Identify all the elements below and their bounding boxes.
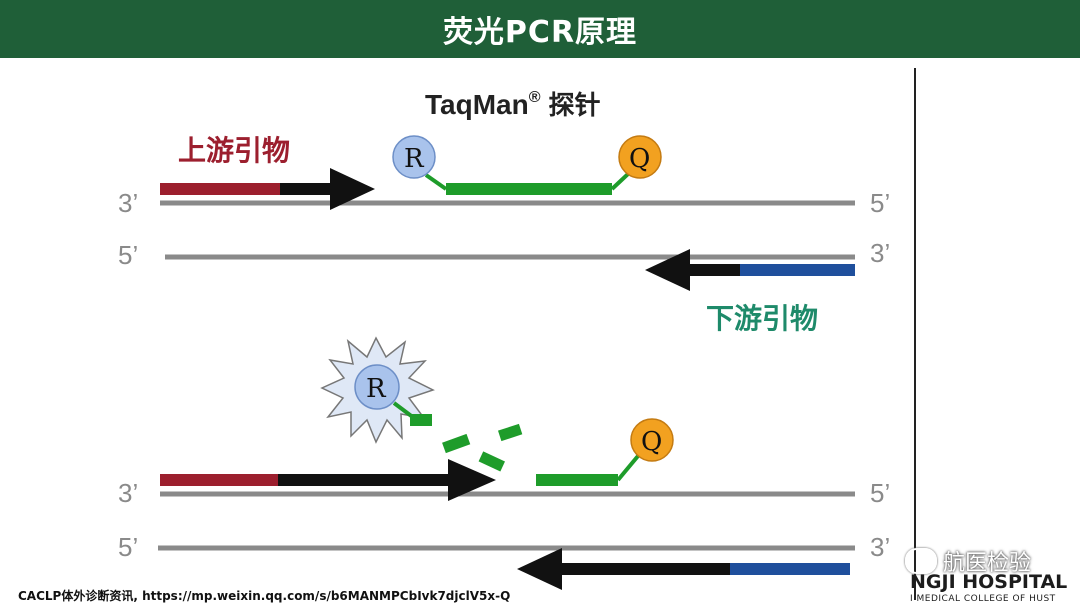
strand-bottom-left-5: 5’ xyxy=(118,532,138,562)
released-reporter-label: R xyxy=(366,374,387,404)
downstream-arrowhead xyxy=(645,249,690,291)
page-title: 荧光PCR原理 xyxy=(442,15,638,50)
reporter-dye xyxy=(392,135,436,179)
upstream-arrowhead xyxy=(330,168,375,210)
released-reporter-dye xyxy=(354,364,400,410)
extended-downstream-primer-bar xyxy=(730,563,850,575)
pcr-diagram: TaqMan®探针 上游引物 3’ 5’ R Q 5’ 3’ 下游引物 R Q … xyxy=(118,68,916,600)
extended-upstream-extension-bar xyxy=(278,474,453,486)
quencher-label: Q xyxy=(629,144,650,174)
extended-downstream-extension-bar xyxy=(560,563,730,575)
probe-remainder xyxy=(536,474,618,486)
probe-link-r xyxy=(424,173,448,191)
downstream-extension-bar xyxy=(688,264,740,276)
probe-fragment xyxy=(442,433,471,454)
upstream-primer-bar xyxy=(160,183,280,195)
strand-top-right-5: 5’ xyxy=(870,188,890,218)
extended-upstream-primer-bar xyxy=(160,474,278,486)
probe-title: TaqMan®探针 xyxy=(425,89,601,120)
extended-downstream-arrowhead xyxy=(517,548,562,590)
hospital-logo-text: NGJI HOSPITAL I MEDICAL COLLEGE OF HUST xyxy=(910,571,1080,605)
probe-link-q xyxy=(610,172,630,191)
probe-remainder-link xyxy=(616,454,640,482)
probe-fragment xyxy=(497,423,523,442)
footer-source-link: CACLP体外诊断资讯, https://mp.weixin.qq.com/s/… xyxy=(18,589,511,603)
probe-fragment xyxy=(478,451,505,472)
strand-top-left-5: 5’ xyxy=(118,240,138,270)
hospital-subtitle: I MEDICAL COLLEGE OF HUST xyxy=(910,594,1056,604)
downstream-primer-label: 下游引物 xyxy=(706,302,818,335)
probe-fragment xyxy=(410,414,432,426)
strand-bottom-left-3: 3’ xyxy=(118,478,138,508)
downstream-primer-bar xyxy=(740,264,855,276)
bottom-quencher-dye xyxy=(630,418,674,462)
strand-bottom-right-3: 3’ xyxy=(870,532,890,562)
hospital-name: NGJI HOSPITAL xyxy=(910,571,1068,593)
strand-bottom-right-5: 5’ xyxy=(870,478,890,508)
reporter-label: R xyxy=(404,144,425,174)
quencher-dye xyxy=(618,135,662,179)
probe-body xyxy=(446,183,612,195)
upstream-extension-bar xyxy=(280,183,335,195)
strand-top-left-3: 3’ xyxy=(118,188,138,218)
wechat-icon xyxy=(905,548,937,574)
watermark-text: 航医检验 xyxy=(943,551,1032,576)
extended-upstream-arrowhead xyxy=(448,459,496,501)
strand-top-right-3: 3’ xyxy=(870,238,890,268)
bottom-quencher-label: Q xyxy=(641,427,662,457)
watermark: 航医检验 xyxy=(905,545,1031,577)
title-bar: 荧光PCR原理 xyxy=(0,0,1080,58)
upstream-primer-label: 上游引物 xyxy=(178,134,290,167)
